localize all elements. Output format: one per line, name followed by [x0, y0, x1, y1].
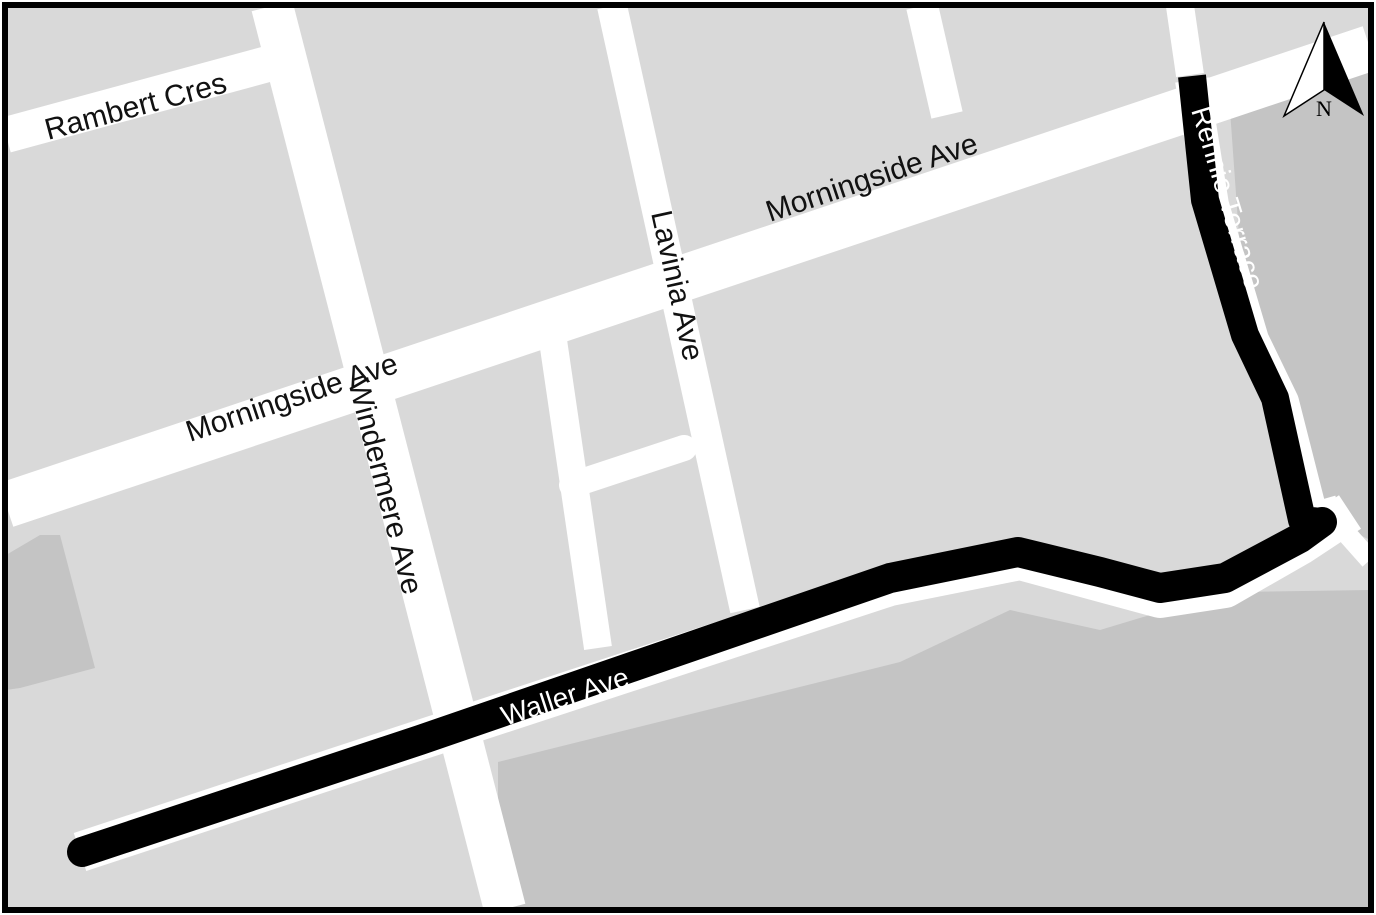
north-arrow-shade-icon	[1324, 22, 1364, 116]
park-area-west	[6, 535, 95, 690]
street-windermere-ave	[251, 0, 526, 915]
street-morningside-ave	[0, 26, 1376, 527]
street-north-stub-2	[1166, 3, 1204, 78]
north-arrow: N	[1282, 21, 1364, 121]
park-area-east	[1230, 72, 1370, 540]
highlighted-route	[67, 74, 1337, 867]
park-areas	[6, 72, 1370, 909]
route-rennie-terrace	[1178, 74, 1324, 536]
street-lavinia-ave	[597, 2, 760, 614]
park-area-south	[498, 590, 1370, 909]
street-north-stub-1	[906, 2, 963, 119]
street-lane-cross	[559, 435, 697, 498]
north-arrow-label: N	[1316, 96, 1332, 121]
route-waller-ave	[67, 507, 1337, 867]
street-rambert-cres	[1, 44, 280, 153]
